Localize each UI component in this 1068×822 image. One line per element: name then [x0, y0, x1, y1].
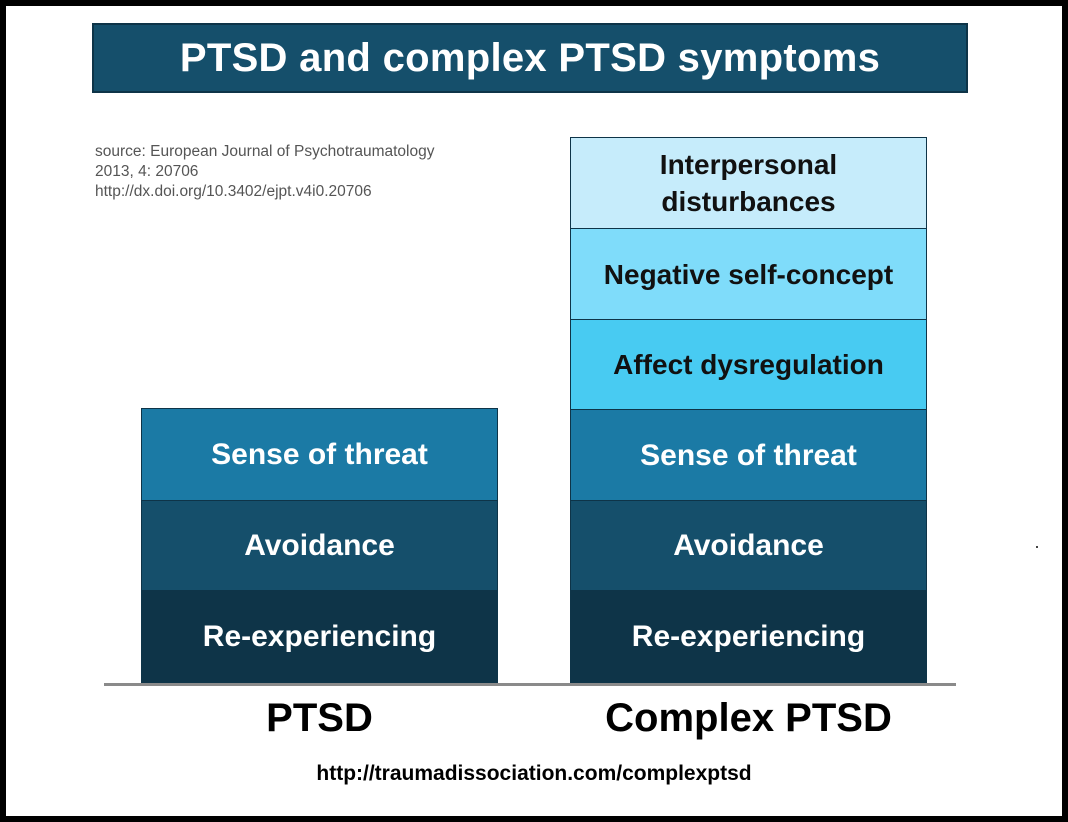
footer-url: http://traumadissociation.com/complexpts…	[316, 762, 752, 785]
complex-ptsd-segment-avoidance: Avoidance	[571, 501, 926, 591]
complex-ptsd-segment-re-experiencing: Re-experiencing	[571, 591, 926, 682]
segment-label: Avoidance	[673, 529, 824, 562]
ptsd-label: PTSD	[266, 696, 373, 740]
segment-label: Avoidance	[244, 529, 395, 562]
source-line-volume: 2013, 4: 20706	[95, 163, 199, 180]
complex-ptsd-segment-sense-of-threat: Sense of threat	[571, 410, 926, 501]
source-citation: source: European Journal of Psychotrauma…	[95, 142, 555, 202]
complex-ptsd-segment-interpersonal-disturbances: Interpersonal disturbances	[571, 138, 926, 229]
segment-label: Re-experiencing	[202, 620, 437, 653]
complex-ptsd-segment-negative-self-concept: Negative self-concept	[571, 229, 926, 320]
source-line-journal: source: European Journal of Psychotrauma…	[95, 143, 435, 160]
baseline-rule	[104, 683, 956, 686]
title-banner: PTSD and complex PTSD symptoms	[92, 23, 968, 93]
segment-label: Negative self-concept	[603, 258, 894, 290]
complex-ptsd-label: Complex PTSD	[605, 696, 892, 740]
segment-label: Affect dysregulation	[613, 349, 884, 380]
source-line-doi: http://dx.doi.org/10.3402/ejpt.v4i0.2070…	[95, 183, 372, 200]
segment-label: Interpersonal disturbances	[659, 149, 838, 217]
figure-title: PTSD and complex PTSD symptoms	[179, 35, 881, 80]
segment-label: Sense of threat	[211, 438, 428, 471]
segment-label: Re-experiencing	[631, 620, 866, 653]
ptsd-segment-avoidance: Avoidance	[142, 501, 497, 591]
figure-frame: PTSD and complex PTSD symptoms source: E…	[6, 6, 1062, 816]
image-speck	[1036, 546, 1038, 548]
ptsd-segment-re-experiencing: Re-experiencing	[142, 591, 497, 682]
segment-label: Sense of threat	[640, 438, 857, 472]
ptsd-segment-sense-of-threat: Sense of threat	[142, 409, 497, 501]
complex-ptsd-segment-affect-dysregulation: Affect dysregulation	[571, 320, 926, 410]
